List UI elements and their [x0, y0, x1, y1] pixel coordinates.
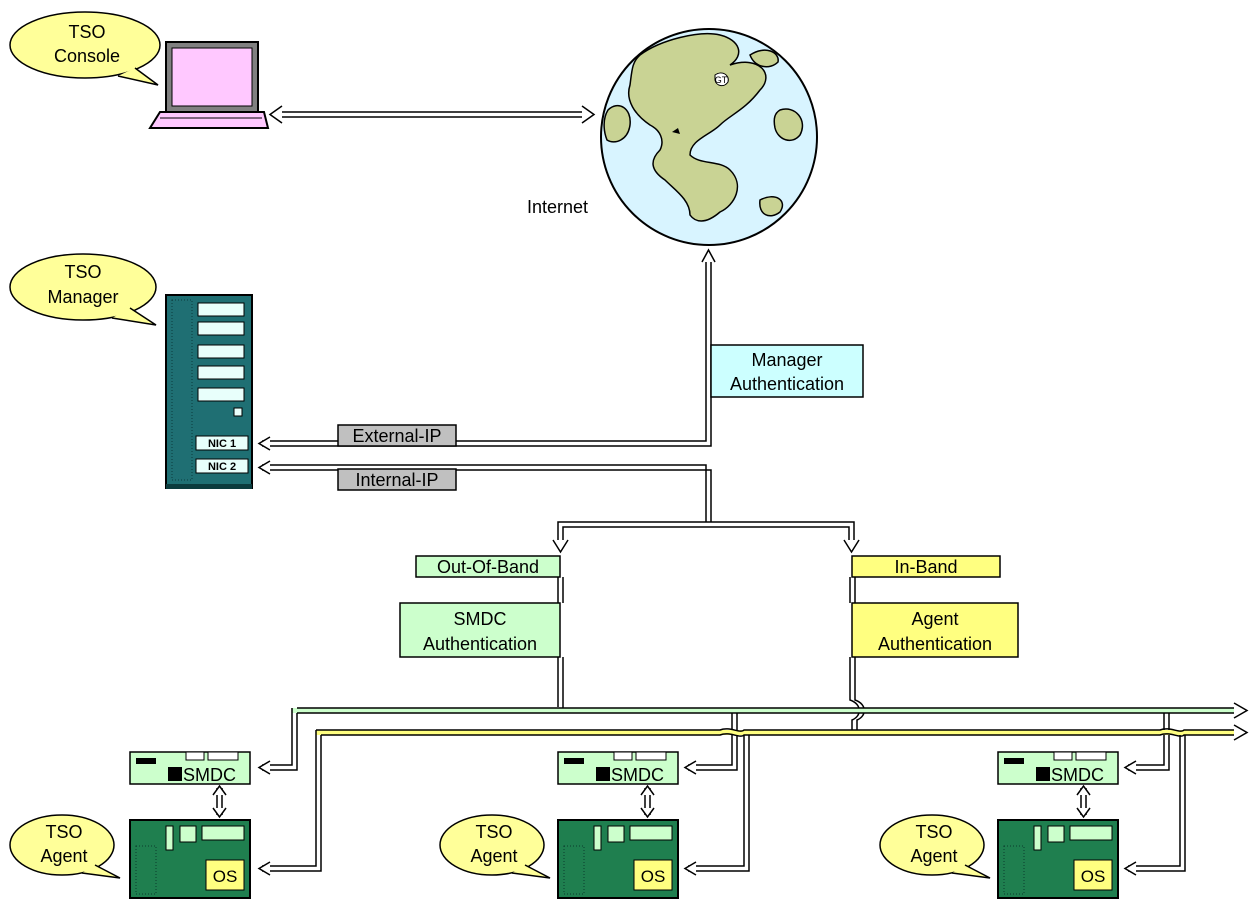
smdc-card-icon: SMDC — [557, 751, 679, 785]
internal-ip-label: Internal-IP — [355, 470, 438, 490]
laptop-icon — [148, 41, 270, 129]
tso-manager-callout: TSO Manager — [9, 253, 157, 326]
agent-machine-icon: OS — [997, 819, 1119, 899]
manager-authentication-box: Manager Authentication — [710, 344, 864, 398]
smdc-card-icon: SMDC — [997, 751, 1119, 785]
manager-auth-line1: Manager — [751, 350, 822, 370]
manager-auth-line2: Authentication — [730, 374, 844, 394]
smdc-auth-line2: Authentication — [423, 634, 537, 654]
agent-auth-line2: Authentication — [878, 634, 992, 654]
os-label: OS — [213, 867, 238, 886]
console-internet-link — [268, 105, 596, 124]
external-ip-label: External-IP — [352, 426, 441, 446]
internet-label: Internet — [527, 197, 588, 217]
in-band-box: In-Band — [851, 555, 1001, 578]
console-callout-line2: Console — [54, 46, 120, 66]
manager-callout-line2: Manager — [47, 287, 118, 307]
nic2-label: NIC 2 — [208, 461, 236, 473]
internal-link — [257, 460, 860, 554]
tso-agent-callout-1: TSO Agent — [9, 814, 121, 879]
agent3-callout-line1: TSO — [915, 822, 952, 842]
out-of-band-box: Out-Of-Band — [415, 555, 561, 578]
agent1-callout-line2: Agent — [40, 846, 87, 866]
agent-node-2: SMDC OS — [557, 751, 679, 899]
agent2-callout-line1: TSO — [475, 822, 512, 842]
nic1-label: NIC 1 — [208, 438, 236, 450]
console-callout-line1: TSO — [68, 22, 105, 42]
smdc-card-icon: SMDC — [129, 751, 251, 785]
svg-text:GT: GT — [715, 75, 728, 85]
manager-server-icon: NIC 1 NIC 2 — [165, 294, 253, 489]
agent3-callout-line2: Agent — [910, 846, 957, 866]
smdc-auth-line1: SMDC — [454, 609, 507, 629]
agent-node-3: SMDC OS — [997, 751, 1119, 899]
os-label: OS — [1081, 867, 1106, 886]
agent-machine-icon: OS — [557, 819, 679, 899]
agent-machine-icon: OS — [129, 819, 251, 899]
smdc-label: SMDC — [1051, 765, 1104, 785]
manager-callout-line1: TSO — [64, 262, 101, 282]
smdc-label: SMDC — [183, 765, 236, 785]
tso-agent-callout-3: TSO Agent — [879, 814, 991, 879]
agent1-callout-line1: TSO — [45, 822, 82, 842]
in-band-label: In-Band — [894, 557, 957, 577]
out-of-band-label: Out-Of-Band — [437, 557, 539, 577]
agent-auth-line1: Agent — [911, 609, 958, 629]
external-link — [257, 248, 716, 451]
external-ip-box: External-IP — [337, 424, 457, 447]
smdc-authentication-box: SMDC Authentication — [399, 602, 561, 658]
tso-agent-callout-2: TSO Agent — [439, 814, 551, 879]
agent-authentication-box: Agent Authentication — [851, 602, 1019, 658]
internet-globe-icon: GT — [600, 28, 818, 246]
in-band-bus — [257, 724, 1249, 876]
smdc-label: SMDC — [611, 765, 664, 785]
agent-node-1: SMDC OS — [129, 751, 251, 899]
internal-ip-box: Internal-IP — [337, 468, 457, 491]
agent2-callout-line2: Agent — [470, 846, 517, 866]
tso-console-callout: TSO Console — [9, 11, 161, 86]
os-label: OS — [641, 867, 666, 886]
